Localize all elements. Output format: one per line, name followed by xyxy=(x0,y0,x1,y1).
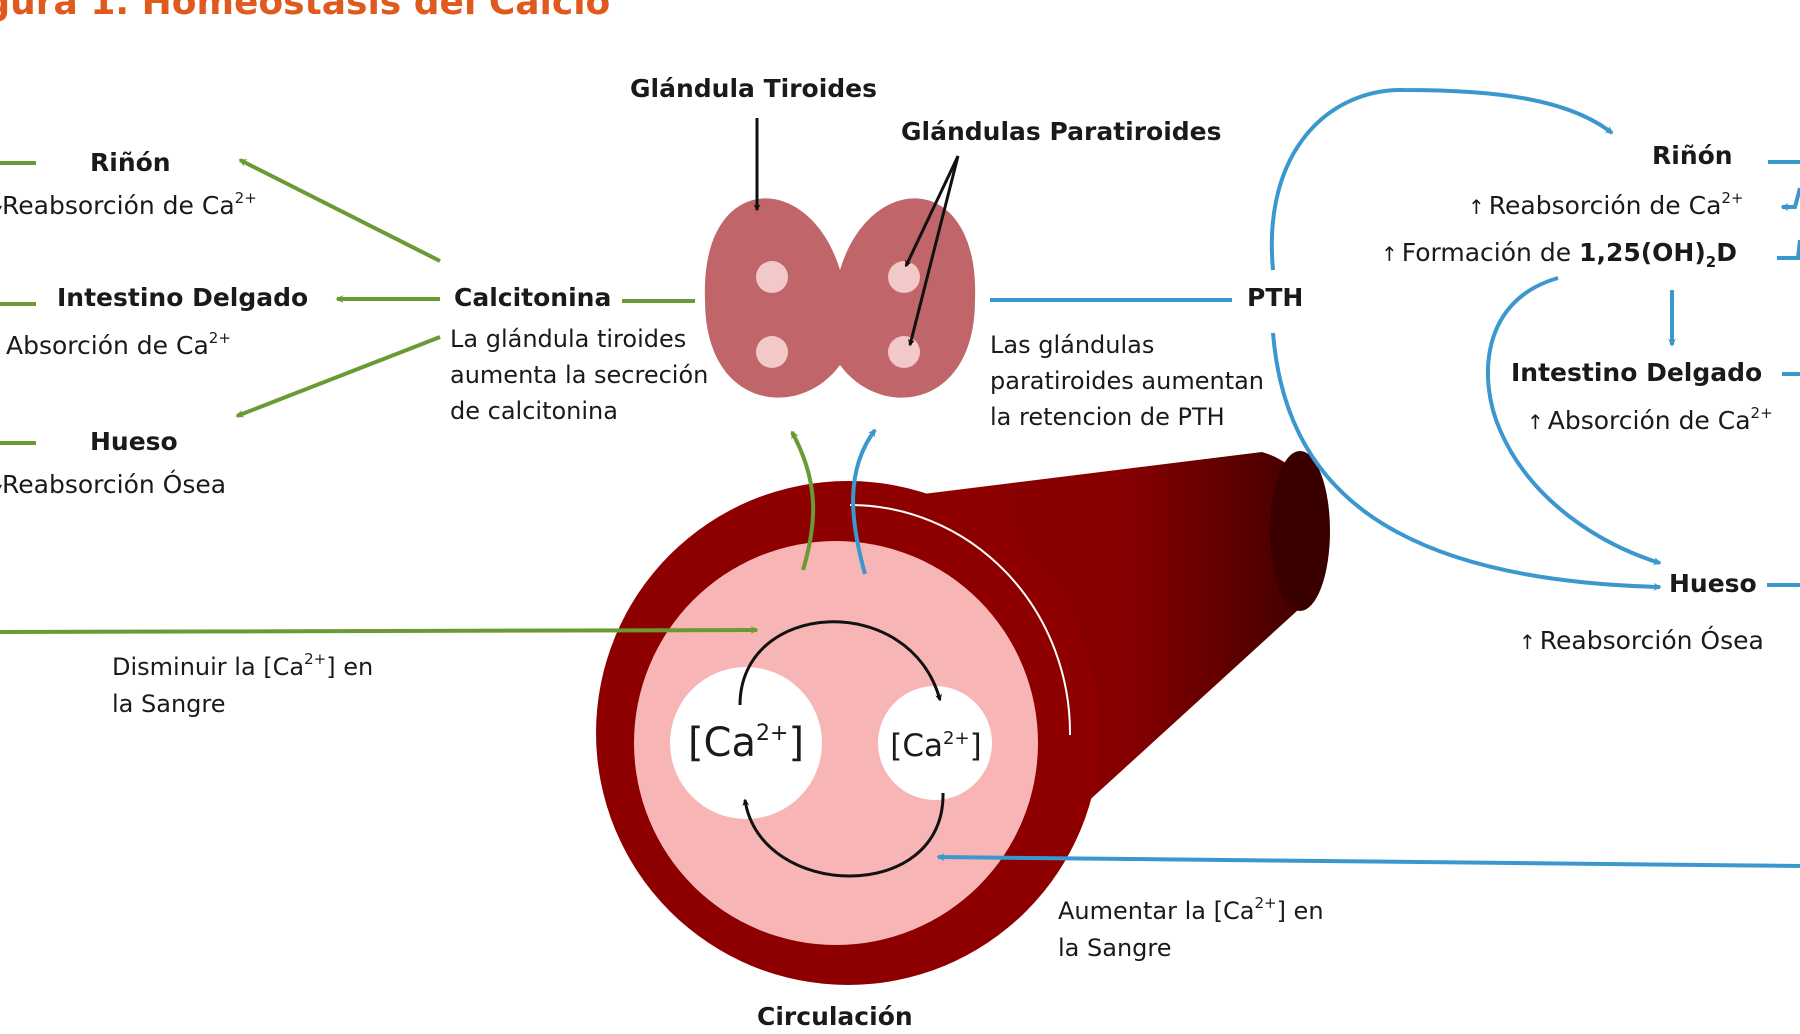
thyroid-label: Glándula Tiroides xyxy=(630,74,878,103)
left-bone-title: Hueso xyxy=(90,427,178,456)
parathyroid-pointer-arrow xyxy=(907,155,960,347)
parathyroid-dot xyxy=(756,336,788,368)
high-calcium-label: [Ca2+] xyxy=(687,720,805,766)
high-calcium-circle xyxy=(670,667,822,819)
parathyroid-dot xyxy=(888,261,920,293)
right-intestine-title: Intestino Delgado xyxy=(1511,358,1763,387)
right-kidney-effect-1: ↑Reabsorción de Ca2+ xyxy=(1468,189,1744,221)
parathyroid-pointer-arrow xyxy=(904,155,960,268)
pth-description-line: la retencion de PTH xyxy=(990,403,1225,431)
calcitonin-description-line: La glándula tiroides xyxy=(450,325,687,353)
circulation-label: Circulación xyxy=(757,1002,913,1031)
pth-description-line: Las glándulas xyxy=(990,331,1155,359)
calcitonin-description-line: de calcitonina xyxy=(450,397,618,425)
right-kidney-effect-2: ↑Formación de 1,25(OH)2D xyxy=(1381,238,1737,271)
calcitonin-label: Calcitonina xyxy=(454,283,612,312)
left-bone-effect: ▾Reabsorción Ósea xyxy=(0,470,227,499)
pth-description-line: paratiroides aumentan xyxy=(990,367,1265,395)
increase-calcium-label: Aumentar la [Ca2+] en xyxy=(1058,894,1324,926)
pth-pathway xyxy=(851,87,1800,868)
parathyroid-dot xyxy=(756,261,788,293)
right-bone-effect: ↑Reabsorción Ósea xyxy=(1519,626,1764,655)
low-calcium-circle xyxy=(878,686,992,800)
figure-title: igura 1. Homeostasis del Calcio xyxy=(0,0,611,23)
low-calcium-label: [Ca2+] xyxy=(890,728,982,764)
cycle-arrow-bottom xyxy=(742,792,945,878)
parathyroid-label: Glándulas Paratiroides xyxy=(901,117,1222,146)
pth-label: PTH xyxy=(1247,283,1304,312)
right-bone-title: Hueso xyxy=(1669,569,1757,598)
thyroid-gland xyxy=(704,198,976,398)
increase-calcium-label-line2: la Sangre xyxy=(1058,934,1172,962)
cycle-arrow-top xyxy=(738,620,942,706)
right-intestine-effect: ↑Absorción de Ca2+ xyxy=(1527,404,1773,436)
left-intestine-title: Intestino Delgado xyxy=(57,283,309,312)
left-kidney-title: Riñón xyxy=(90,148,171,177)
left-kidney-effect: ▾Reabsorción de Ca2+ xyxy=(0,189,257,221)
parathyroid-dot xyxy=(888,336,920,368)
right-kidney-title: Riñón xyxy=(1652,141,1733,170)
calcitonin-pathway xyxy=(0,158,816,635)
left-intestine-effect: Absorción de Ca2+ xyxy=(6,329,231,361)
decrease-calcium-label: Disminuir la [Ca2+] en xyxy=(112,650,374,682)
decrease-calcium-label-line2: la Sangre xyxy=(112,690,226,718)
calcitonin-description-line: aumenta la secreción xyxy=(450,361,709,389)
